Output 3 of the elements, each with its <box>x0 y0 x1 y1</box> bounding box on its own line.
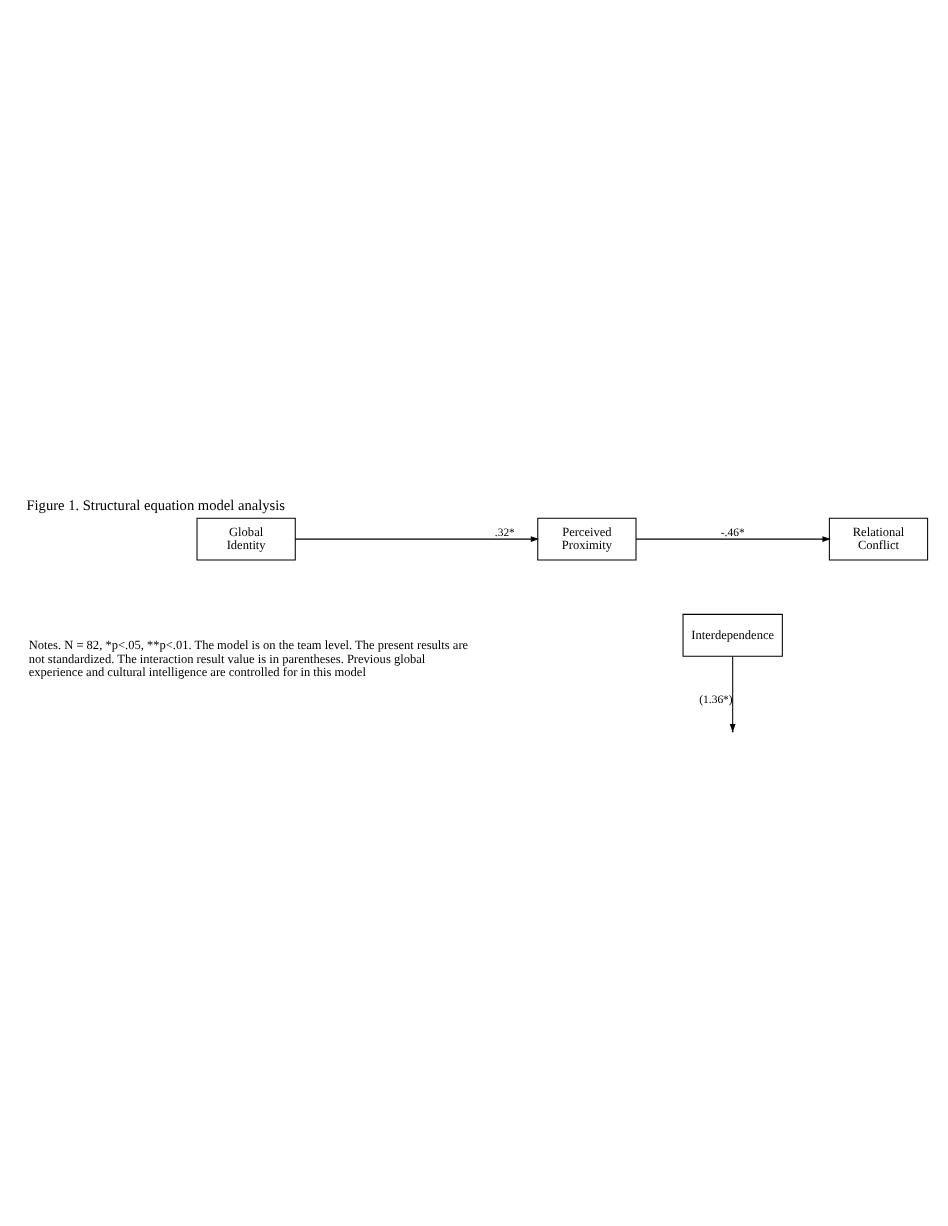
arrow <box>635 536 831 543</box>
diagram-title: Figure 1. Structural equation model analysis <box>26 496 286 515</box>
arrow <box>294 536 540 543</box>
